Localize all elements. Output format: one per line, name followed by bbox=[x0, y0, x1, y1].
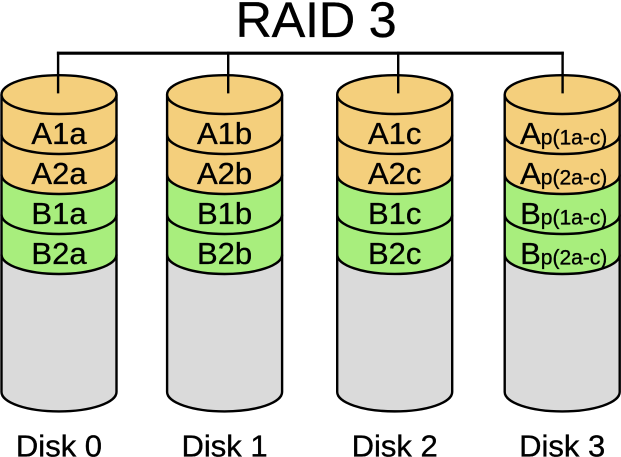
svg-text:B2a: B2a bbox=[31, 236, 87, 271]
svg-text:A1c: A1c bbox=[368, 116, 421, 151]
svg-text:A2a: A2a bbox=[31, 156, 87, 191]
svg-text:B2c: B2c bbox=[368, 236, 421, 271]
svg-text:Disk 2: Disk 2 bbox=[352, 429, 438, 457]
svg-text:B2b: B2b bbox=[197, 236, 252, 271]
svg-text:A2c: A2c bbox=[368, 156, 421, 191]
svg-text:A1a: A1a bbox=[31, 116, 87, 151]
svg-text:Disk 1: Disk 1 bbox=[182, 429, 268, 457]
svg-text:B1c: B1c bbox=[368, 196, 421, 231]
svg-text:Disk 3: Disk 3 bbox=[519, 429, 605, 457]
svg-text:RAID 3: RAID 3 bbox=[236, 0, 397, 48]
svg-text:B1a: B1a bbox=[31, 196, 87, 231]
svg-text:A1b: A1b bbox=[197, 116, 252, 151]
svg-text:A2b: A2b bbox=[197, 156, 252, 191]
svg-text:Disk 0: Disk 0 bbox=[16, 429, 102, 457]
svg-text:B1b: B1b bbox=[197, 196, 252, 231]
